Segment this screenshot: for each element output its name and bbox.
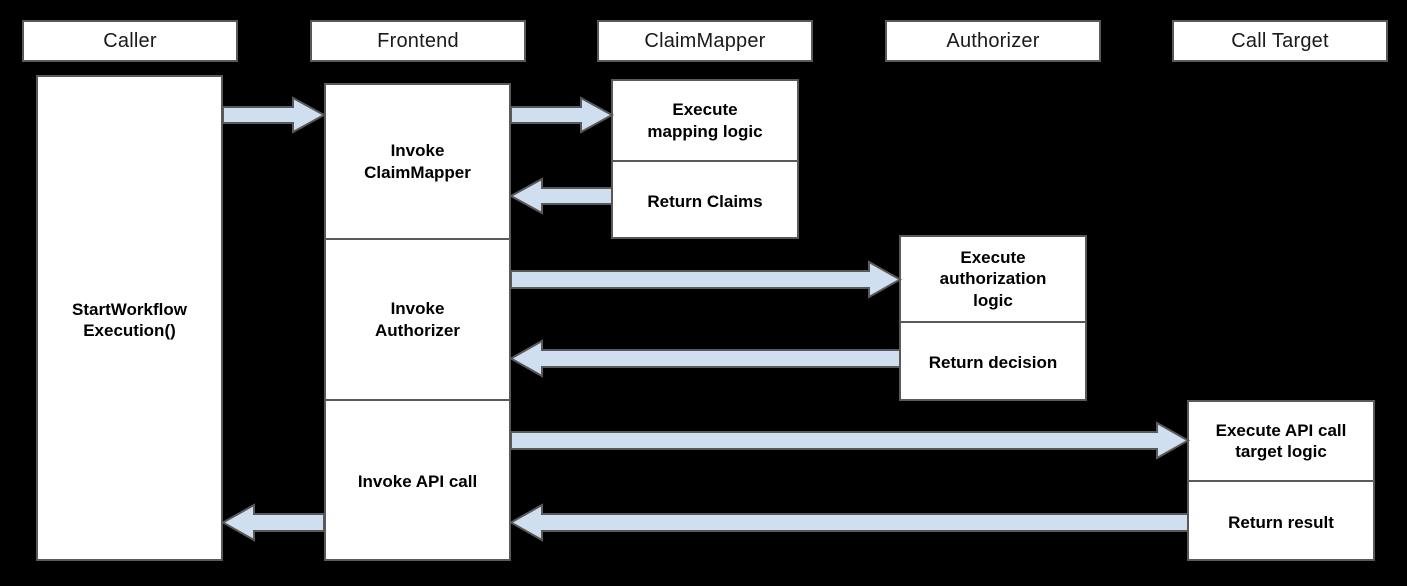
- activation-authorizer: Execute authorization logic Return decis…: [899, 235, 1087, 401]
- segment-frontend-invoke-authorizer: Invoke Authorizer: [326, 240, 509, 401]
- segment-authorizer-return: Return decision: [928, 353, 1058, 373]
- lifeline-header-calltarget: Call Target: [1172, 20, 1388, 62]
- lifeline-header-authorizer: Authorizer: [885, 20, 1101, 62]
- lifeline-header-caller-label: Caller: [103, 29, 157, 52]
- lifeline-header-frontend-label: Frontend: [377, 29, 459, 52]
- activation-claimmapper: Execute mapping logic Return Claims: [611, 79, 799, 239]
- segment-calltarget-return: Return result: [1228, 512, 1334, 532]
- segment-authorizer-execute: Execute authorization logic: [901, 237, 1085, 323]
- segment-calltarget-execute: Execute API call target logic: [1189, 402, 1373, 482]
- arrow-caller-to-frontend: [222, 96, 327, 134]
- lifeline-header-calltarget-label: Call Target: [1231, 29, 1329, 52]
- lifeline-header-claimmapper: ClaimMapper: [597, 20, 813, 62]
- segment-frontend-invoke-api-call: Invoke API call: [357, 472, 478, 492]
- lifeline-header-frontend: Frontend: [310, 20, 526, 62]
- activation-frontend: Invoke ClaimMapper Invoke Authorizer Inv…: [324, 83, 511, 561]
- arrow-calltarget-to-frontend: [508, 503, 1189, 542]
- activation-caller: StartWorkflow Execution(): [36, 75, 223, 561]
- arrow-frontend-to-authorizer: [510, 260, 903, 299]
- arrow-authorizer-to-frontend: [508, 339, 901, 378]
- lifeline-header-authorizer-label: Authorizer: [946, 29, 1040, 52]
- activation-calltarget: Execute API call target logic Return res…: [1187, 400, 1375, 561]
- segment-claimmapper-execute: Execute mapping logic: [613, 81, 797, 162]
- arrow-claimmapper-to-frontend: [508, 177, 613, 215]
- arrow-frontend-to-calltarget: [510, 421, 1191, 460]
- arrow-frontend-to-claimmapper: [510, 96, 615, 134]
- lifeline-header-claimmapper-label: ClaimMapper: [644, 29, 766, 52]
- segment-claimmapper-return: Return Claims: [647, 191, 763, 211]
- arrow-frontend-to-caller: [220, 503, 325, 542]
- segment-frontend-invoke-claimmapper: Invoke ClaimMapper: [326, 85, 509, 240]
- lifeline-header-caller: Caller: [22, 20, 238, 62]
- segment-caller-start-workflow: StartWorkflow Execution(): [72, 299, 187, 340]
